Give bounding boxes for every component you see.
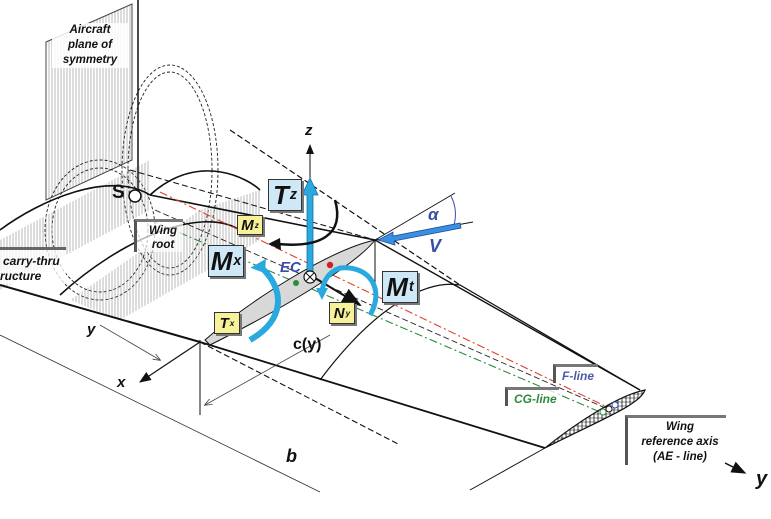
ec-label: EC [280, 259, 301, 276]
carry-thru-line-2: ructure [0, 269, 42, 283]
plane-label-line-3: symmetry [62, 54, 118, 66]
mx-arc [248, 265, 281, 343]
chord-dim-arrow [205, 334, 331, 405]
alpha-arc [450, 195, 456, 226]
mt-arc [319, 265, 379, 317]
tx-main: T [219, 314, 229, 332]
y-axis-arrow [724, 461, 747, 474]
ny-sub: y [345, 308, 351, 318]
chord-label: c(y) [293, 336, 322, 353]
cg-line-label: CG-line [505, 387, 559, 406]
mz-sub: z [254, 220, 259, 230]
tip-ae-point [605, 405, 613, 413]
f-line-text: F-line [562, 369, 594, 383]
point-s-label: S [112, 182, 125, 203]
plane-of-symmetry-label: Aircraft plane of symmetry [52, 23, 128, 68]
tx-sub: x [229, 318, 235, 328]
tip-cg-point [599, 408, 607, 416]
wing-root-label: Wing root [134, 219, 183, 252]
ny-axis [309, 274, 362, 307]
alpha-ref-line [374, 192, 456, 241]
carry-thru-label: carry-thru ructure [0, 247, 66, 284]
plane-label-line-2: plane of [67, 39, 113, 51]
carry-thru-line-1: carry-thru [3, 254, 60, 268]
alpha-label: α [428, 205, 439, 224]
cg-point [293, 280, 299, 286]
ref-axis-line-1: Wing [666, 421, 694, 433]
x-axis [139, 341, 201, 383]
tz-arrow [301, 177, 319, 276]
ny-main: N [333, 304, 345, 322]
tz-sub: z [289, 187, 298, 203]
y-dim-arrow [99, 324, 160, 360]
velocity-arrow [376, 222, 462, 246]
wing-root-line-1: Wing [149, 225, 177, 237]
s-point [128, 189, 142, 203]
span-label: b [286, 446, 297, 466]
y-span-label: y [87, 321, 96, 338]
mx-sub: x [233, 253, 242, 269]
f-line-label: F-line [553, 364, 598, 383]
x-axis-label: x [117, 374, 126, 391]
mz-arc [277, 199, 339, 246]
mt-main: M [386, 271, 408, 302]
plane-label-line-1: Aircraft [69, 24, 111, 36]
tip-f-point [611, 401, 619, 409]
f-point [326, 261, 334, 269]
z-axis-label: z [305, 122, 313, 139]
tip-airfoil [544, 389, 646, 449]
wing-reference-axis-label: Wing reference axis (AE - line) [625, 415, 726, 465]
mt-sub: t [408, 279, 414, 295]
wing-root-line-2: root [151, 239, 175, 251]
ref-axis-line-3: (AE - line) [653, 451, 707, 463]
mz-main: M [241, 216, 254, 234]
velocity-label: V [429, 236, 442, 256]
y-axis-label: y [756, 468, 768, 490]
ref-axis-line-2: reference axis [641, 436, 719, 448]
tz-main: T [272, 179, 289, 210]
cg-line-text: CG-line [514, 392, 557, 406]
mx-main: M [210, 245, 233, 276]
